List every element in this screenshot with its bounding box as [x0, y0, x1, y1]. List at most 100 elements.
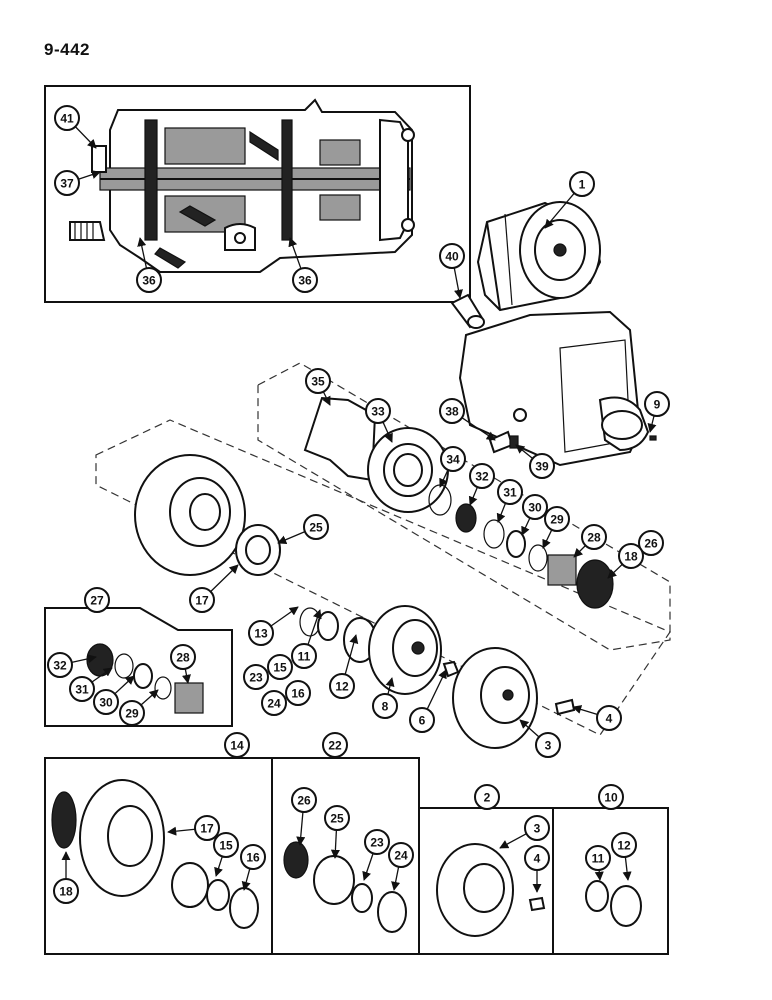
callout-circle	[194, 815, 220, 841]
kit22-seal-26	[283, 841, 309, 879]
bearing-28	[547, 554, 577, 586]
callout-leader	[439, 469, 449, 488]
callout-circle	[585, 845, 611, 871]
callout-label: 28	[176, 651, 190, 665]
callout-circle	[303, 514, 329, 540]
callout-c30a: 30	[521, 494, 548, 536]
callout-c13: 13	[248, 606, 299, 646]
callout-c11b: 11	[585, 845, 611, 881]
callout-label: 13	[254, 627, 268, 641]
callout-circle	[644, 391, 670, 417]
callout-leader	[573, 545, 586, 558]
callout-c24a: 24	[261, 690, 287, 716]
callout-c33: 33	[365, 398, 393, 443]
callout-c18a: 18	[607, 543, 644, 579]
callout-label: 29	[550, 513, 564, 527]
callout-circle	[53, 878, 79, 904]
callout-c18b: 18	[53, 851, 79, 904]
callout-label: 24	[394, 849, 408, 863]
callout-c25b: 25	[324, 805, 350, 859]
callout-circle	[119, 700, 145, 726]
callout-circle	[439, 243, 465, 269]
screw-4	[554, 698, 576, 716]
callout-label: 30	[99, 696, 113, 710]
callout-leader	[91, 667, 113, 683]
callout-circle	[638, 530, 664, 556]
fitting-40	[450, 293, 485, 329]
callout-label: 11	[592, 852, 605, 866]
kit22-washer-23	[351, 883, 373, 913]
callout-label: 14	[230, 739, 244, 753]
callout-c28b: 28	[170, 644, 196, 684]
callout-label: 33	[371, 405, 385, 419]
kit-ring-31	[114, 653, 134, 679]
callout-leader	[607, 563, 623, 579]
callout-label: 32	[53, 659, 67, 673]
callout-leader	[71, 654, 97, 664]
page-number: 9-442	[44, 40, 90, 59]
callout-circle	[240, 844, 266, 870]
callout-circle	[365, 398, 391, 424]
callout-label: 4	[534, 852, 541, 866]
callout-label: 30	[528, 501, 542, 515]
callout-c29b: 29	[119, 689, 159, 726]
callout-label: 11	[298, 650, 311, 664]
dashed-upper-outline	[257, 362, 671, 651]
kit-10-frame	[552, 807, 669, 955]
callout-circle	[267, 654, 293, 680]
callout-circle	[54, 105, 80, 131]
washer-11	[317, 611, 339, 641]
callout-c14: 14	[224, 732, 250, 758]
callout-leader	[426, 669, 447, 710]
callout-label: 36	[298, 274, 312, 288]
callout-label: 31	[75, 683, 89, 697]
callout-c8: 8	[372, 677, 398, 719]
callout-c1: 1	[544, 171, 595, 229]
callout-label: 16	[291, 687, 305, 701]
compressor-cutaway	[69, 98, 415, 273]
field-coil-33	[367, 427, 449, 513]
callout-label: 26	[297, 794, 311, 808]
callout-c15b: 15	[213, 832, 239, 877]
callout-circle	[524, 815, 550, 841]
callout-leader	[391, 866, 401, 891]
callout-c12b: 12	[611, 832, 637, 881]
kit22-seal-24	[377, 891, 407, 933]
pulley-17	[134, 454, 246, 576]
callout-c12a: 12	[329, 634, 359, 699]
callout-label: 12	[335, 680, 349, 694]
callout-leader	[499, 833, 527, 849]
callout-leader	[114, 675, 135, 695]
kit-seal-30	[133, 663, 153, 689]
bearing-25	[235, 524, 281, 576]
callout-c26a: 26	[633, 530, 664, 558]
ring-31	[483, 519, 505, 549]
callout-label: 24	[267, 697, 281, 711]
callout-label: 25	[309, 521, 323, 535]
callout-circle	[440, 446, 466, 472]
callout-circle	[213, 832, 239, 858]
callout-c23b: 23	[362, 829, 390, 881]
callout-c36a: 36	[136, 237, 162, 293]
callout-c39: 39	[515, 444, 555, 479]
callout-circle	[291, 787, 317, 813]
callout-circle	[69, 676, 95, 702]
callout-label: 3	[534, 822, 541, 836]
callout-leader	[296, 811, 306, 846]
callout-circle	[84, 587, 110, 613]
callout-label: 25	[330, 812, 344, 826]
callout-circle	[544, 506, 570, 532]
callout-label: 29	[125, 707, 139, 721]
callout-circle	[54, 170, 80, 196]
callout-label: 38	[445, 405, 459, 419]
callout-c27: 27	[84, 587, 110, 613]
callout-label: 28	[587, 531, 601, 545]
callout-leader	[622, 856, 632, 881]
callout-leader	[461, 417, 496, 441]
callout-circle	[581, 524, 607, 550]
callout-circle	[285, 680, 311, 706]
callout-label: 23	[249, 671, 263, 685]
callout-leader	[453, 267, 463, 299]
callout-label: 6	[419, 714, 426, 728]
